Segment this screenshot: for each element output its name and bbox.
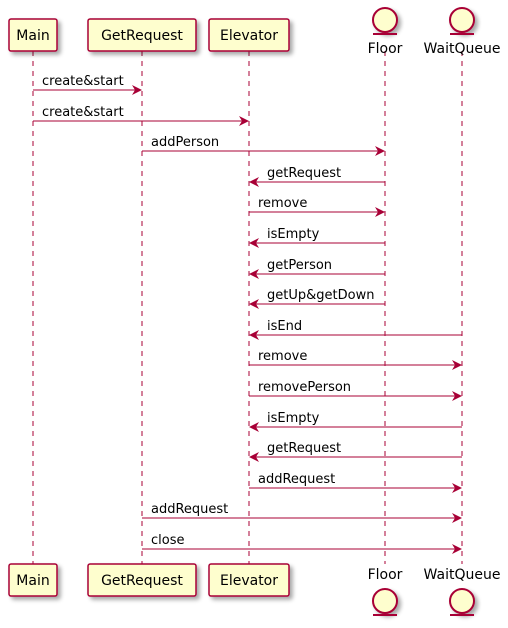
message-6: getPerson: [249, 258, 385, 279]
participant-box: [87, 563, 197, 597]
participant-floor-bottom: Floor: [368, 567, 403, 616]
participant-label: WaitQueue: [424, 41, 501, 57]
message-label: addPerson: [151, 135, 219, 150]
entity-icon: [449, 588, 475, 614]
participant-floor-top: Floor: [368, 7, 403, 57]
participant-box: [208, 18, 290, 52]
message-label: getUp&getDown: [267, 288, 374, 303]
participant-getrequest-bottom: GetRequest: [87, 563, 197, 597]
message-0: create&start: [33, 74, 142, 95]
message-13: addRequest: [249, 472, 462, 493]
message-15: close: [142, 533, 462, 554]
message-label: addRequest: [151, 502, 228, 517]
message-7: getUp&getDown: [249, 288, 385, 309]
message-8: isEnd: [249, 319, 462, 340]
message-label: getRequest: [267, 166, 341, 181]
participant-label: Elevator: [220, 28, 278, 44]
message-label: addRequest: [258, 472, 335, 487]
message-label: getRequest: [267, 441, 341, 456]
participant-waitqueue-bottom: WaitQueue: [424, 567, 501, 616]
message-label: create&start: [42, 105, 124, 120]
participant-elevator-bottom: Elevator: [208, 563, 290, 597]
message-4: remove: [249, 196, 385, 217]
participant-label: Floor: [368, 41, 403, 57]
message-label: isEmpty: [267, 227, 320, 242]
participant-box: [8, 563, 58, 597]
participant-waitqueue-top: WaitQueue: [424, 7, 501, 57]
message-5: isEmpty: [249, 227, 385, 248]
message-14: addRequest: [142, 502, 462, 523]
message-12: getRequest: [249, 441, 462, 462]
message-label: isEmpty: [267, 411, 320, 426]
message-label: removePerson: [258, 380, 351, 395]
message-label: remove: [258, 349, 307, 364]
message-3: getRequest: [249, 166, 385, 187]
participant-label: Floor: [368, 567, 403, 583]
entity-icon: [372, 7, 398, 33]
participant-main-bottom: Main: [8, 563, 58, 597]
participant-label: Main: [16, 28, 49, 44]
participant-box: [87, 18, 197, 52]
participant-box: [8, 18, 58, 52]
message-label: getPerson: [267, 258, 332, 273]
message-2: addPerson: [142, 135, 385, 156]
participant-box: [208, 563, 290, 597]
message-1: create&start: [33, 105, 249, 126]
message-11: isEmpty: [249, 411, 462, 432]
participant-getrequest-top: GetRequest: [87, 18, 197, 52]
participant-main-top: Main: [8, 18, 58, 52]
participant-label: GetRequest: [101, 28, 183, 44]
participant-label: WaitQueue: [424, 567, 501, 583]
participant-elevator-top: Elevator: [208, 18, 290, 52]
participant-label: Elevator: [220, 573, 278, 589]
message-label: isEnd: [267, 319, 302, 334]
participant-label: Main: [16, 573, 49, 589]
message-label: remove: [258, 196, 307, 211]
message-9: remove: [249, 349, 462, 370]
entity-icon: [372, 588, 398, 614]
message-label: create&start: [42, 74, 124, 89]
entity-icon: [449, 7, 475, 33]
message-label: close: [151, 533, 184, 548]
participant-label: GetRequest: [101, 573, 183, 589]
message-10: removePerson: [249, 380, 462, 401]
